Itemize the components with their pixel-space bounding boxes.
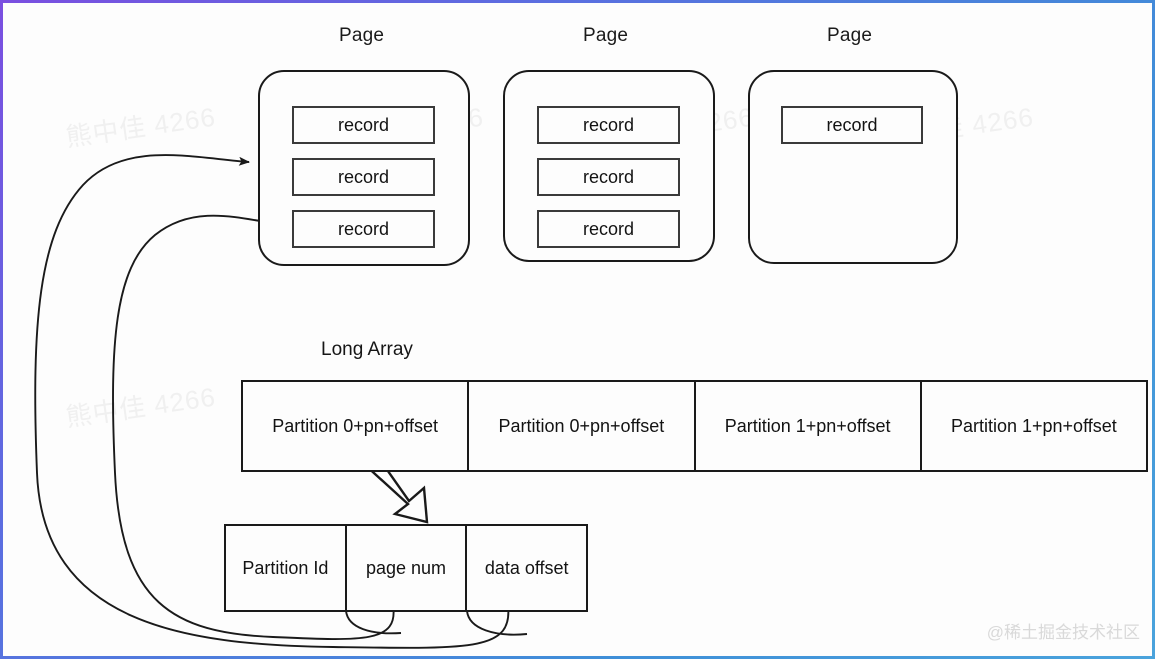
diagram-inner: 熊中佳 4266 熊中佳 4266 熊中佳 4266 熊中佳 4266 熊中佳 … — [3, 3, 1152, 656]
hook-data-offset — [466, 610, 528, 636]
struct-cell-partition-id: Partition Id — [226, 526, 347, 610]
record-box: record — [781, 106, 923, 144]
long-array-label: Long Array — [321, 339, 413, 360]
page-label-2: Page — [583, 25, 629, 46]
record-box: record — [537, 106, 680, 144]
page-box-3 — [748, 70, 958, 264]
record-box: record — [537, 158, 680, 196]
long-array-cell: Partition 0+pn+offset — [243, 382, 470, 470]
record-box: record — [292, 158, 435, 196]
long-array: Partition 0+pn+offset Partition 0+pn+off… — [241, 380, 1148, 472]
page-label-1: Page — [339, 25, 385, 46]
long-array-cell: Partition 0+pn+offset — [469, 382, 696, 470]
record-box: record — [292, 210, 435, 248]
long-array-cell: Partition 1+pn+offset — [950, 415, 1117, 436]
long-array-cell: Partition 1+pn+offset — [696, 382, 922, 470]
record-box: record — [537, 210, 680, 248]
corner-watermark: @稀土掘金技术社区 — [986, 623, 1140, 642]
struct-cell-data-offset: data offset — [484, 557, 569, 578]
struct-cell-page-num: page num — [347, 526, 468, 610]
record-box: record — [292, 106, 435, 144]
page-label-3: Page — [827, 25, 873, 46]
struct-row: Partition Id page num data offset — [224, 524, 588, 612]
